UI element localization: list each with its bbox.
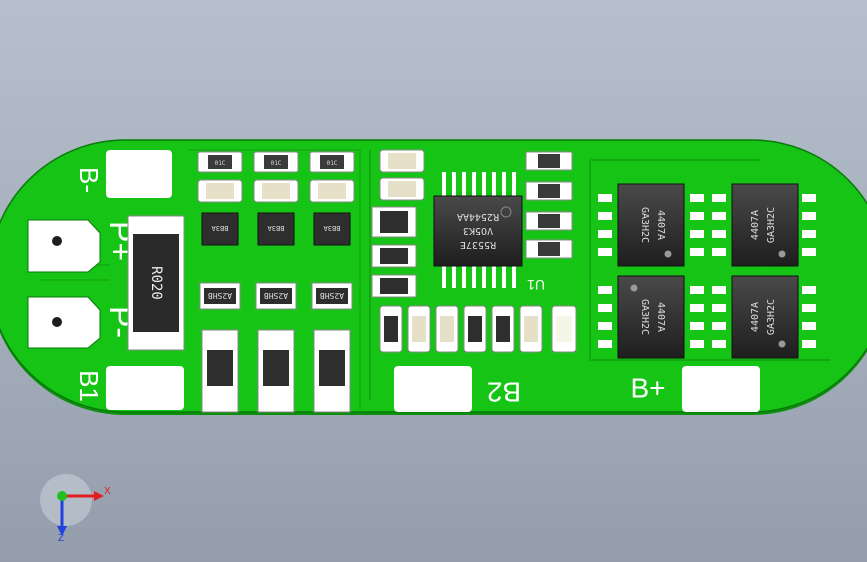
ic-label-1: R5537E xyxy=(460,239,496,250)
mosfet-array: 4407A GA3H2C 4407A GA3H2C 4407A GA3H2C xyxy=(598,183,816,359)
bottom-parts-row xyxy=(379,305,577,353)
label-u1: U1 xyxy=(527,277,545,293)
q4-code: GA3H2C xyxy=(766,299,777,335)
silkscreen-labels: B- P+ P- B1 B2 B+ U1 xyxy=(74,167,666,408)
sot-code-3: A2SHB xyxy=(320,291,344,300)
axis-x-label: X xyxy=(104,486,111,497)
pad-b-minus xyxy=(106,150,172,198)
r-code-2a: 01C xyxy=(271,160,282,167)
q4-part: 4407A xyxy=(750,302,761,332)
pad-b1 xyxy=(106,366,184,410)
q3-code: GA3H2C xyxy=(639,299,650,335)
sot-code-1: A2SHB xyxy=(208,291,232,300)
ic-label-2: VO5K3 xyxy=(463,225,493,236)
sot6-code-1: BB3A xyxy=(211,224,229,232)
label-b2: B2 xyxy=(487,377,521,408)
axis-z-label: Z xyxy=(58,533,64,544)
shunt-label: R020 xyxy=(148,266,164,300)
q2-part: 4407A xyxy=(750,210,761,240)
mosfet-pads xyxy=(598,194,816,348)
q1-code: GA3H2C xyxy=(639,207,650,243)
r-code-1a: 01C xyxy=(215,160,226,167)
axis-y-dot xyxy=(57,491,67,501)
cell-column-1: 01C BB3A A2SHB xyxy=(197,151,243,413)
mosfet-q1: 4407A GA3H2C xyxy=(617,183,685,267)
ic-label-3: R2544AA xyxy=(457,211,499,222)
terminal-pads xyxy=(27,219,101,349)
sot6-code-2: BB3A xyxy=(267,224,285,232)
controller-ic: R5537E VO5K3 R2544AA xyxy=(433,172,523,288)
hole-p-plus xyxy=(52,236,62,246)
ic-right-parts xyxy=(525,151,573,259)
q2-code: GA3H2C xyxy=(766,207,777,243)
q1-part: 4407A xyxy=(655,210,666,240)
pad-b-plus xyxy=(682,366,760,412)
label-b1: B1 xyxy=(74,370,104,402)
hole-p-minus xyxy=(52,317,62,327)
sot6-code-3: BB3A xyxy=(323,224,341,232)
ic-side-parts xyxy=(371,149,425,298)
mosfet-q3: 4407A GA3H2C xyxy=(617,275,685,359)
ic-pins xyxy=(442,172,516,288)
axis-triad: X Z xyxy=(40,474,111,544)
shunt-resistor: R020 xyxy=(127,215,185,351)
mosfet-q2: 4407A GA3H2C xyxy=(731,183,799,267)
pad-b2 xyxy=(394,366,472,412)
sot-code-2: A2SHB xyxy=(264,291,288,300)
mosfet-q4: 4407A GA3H2C xyxy=(731,275,799,359)
q3-part: 4407A xyxy=(655,302,666,332)
cell-column-2: 01C BB3A A2SHB xyxy=(253,151,299,413)
r-code-3a: 01C xyxy=(327,160,338,167)
label-b-plus: B+ xyxy=(630,372,665,403)
cell-column-3: 01C BB3A A2SHB xyxy=(309,151,355,413)
label-b-minus: B- xyxy=(74,167,104,193)
pad-group xyxy=(106,150,760,412)
